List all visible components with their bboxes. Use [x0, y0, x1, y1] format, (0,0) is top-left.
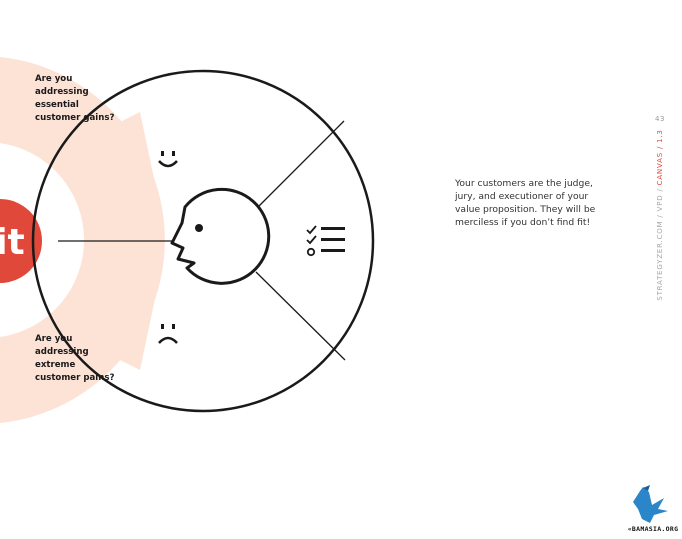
body-text: Your customers are the judge, jury, and …	[455, 178, 596, 228]
fit-badge	[0, 199, 42, 283]
frown-icon	[158, 324, 178, 344]
pains-question: Are you addressing extreme customer pain…	[35, 334, 115, 383]
gains-question: Are you addressing essential customer ga…	[35, 74, 115, 123]
brand-logo-icon	[633, 485, 668, 523]
side-label: STRATEGYZER.COM / VPD / CANVAS / 1.3	[656, 129, 664, 300]
customer-face-icon	[170, 187, 271, 285]
side-label-site: STRATEGYZER.COM / VPD	[656, 194, 664, 301]
checklist-icon	[306, 225, 345, 257]
smile-icon	[158, 151, 178, 168]
gains-arrow	[0, 72, 160, 207]
side-label-separator: /	[656, 185, 664, 195]
divider-lower	[255, 271, 346, 361]
side-label-section: CANVAS / 1.3	[656, 129, 664, 186]
fit-badge-label: it	[0, 222, 25, 263]
pains-arrow	[0, 275, 160, 410]
page-number: 43	[655, 115, 665, 123]
customer-profile-circle	[31, 69, 375, 413]
divider-upper	[257, 120, 345, 208]
logo-text: «BAMASIA.ORG	[627, 525, 679, 533]
